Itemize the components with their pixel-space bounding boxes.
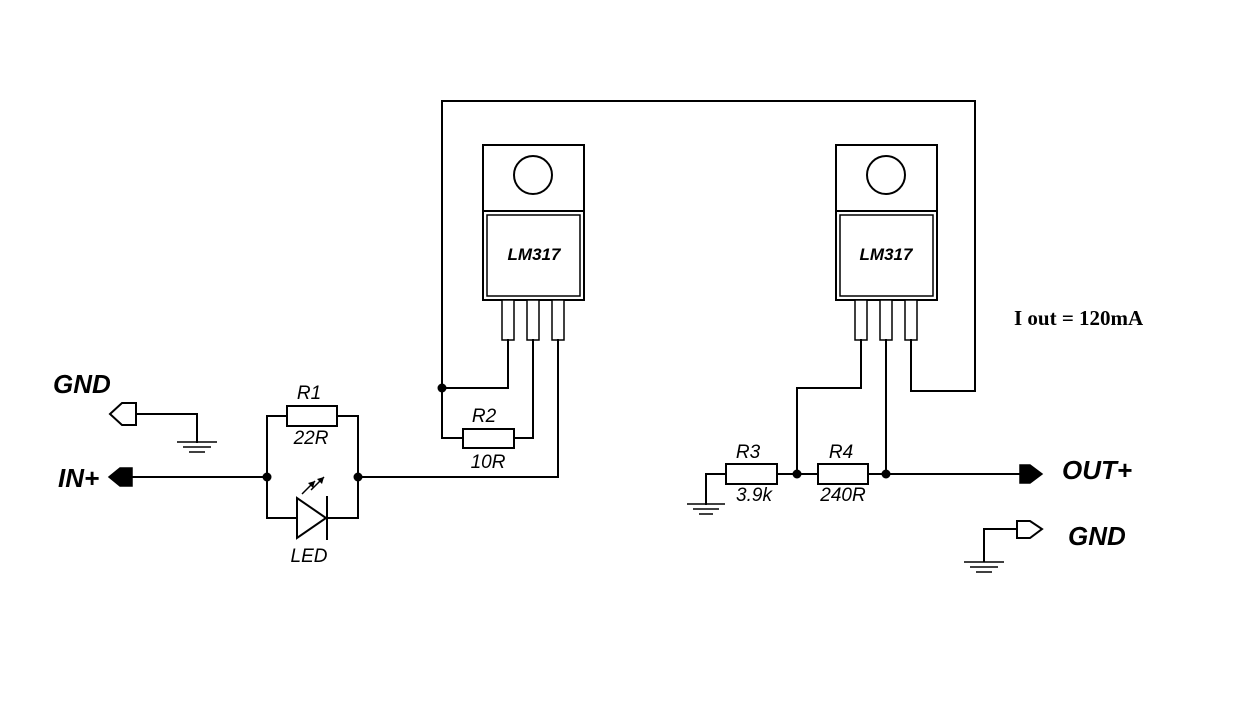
regulator-left-mount-hole (513, 155, 553, 195)
resistor-r4 (817, 463, 869, 485)
junction-dot (262, 472, 272, 482)
resistor-r3-name: R3 (736, 442, 761, 463)
resistor-r3-value: 3.9k (736, 485, 773, 506)
gnd-in-arrow-icon (108, 402, 137, 426)
ground-symbol (177, 441, 217, 453)
regulator-left-pin-adj (501, 299, 515, 341)
junction-dot (792, 469, 802, 479)
in-plus-label: IN+ (58, 463, 99, 493)
led-triangle (296, 496, 328, 540)
led-label: LED (291, 546, 328, 567)
resistor-r2-name: R2 (472, 406, 497, 427)
junction-dot (437, 383, 447, 393)
output-current-note: I out = 120mA (1014, 306, 1144, 330)
regulator-left-body (482, 210, 585, 301)
regulator-left-pin-in (551, 299, 565, 341)
gnd-out-label: GND (1068, 521, 1126, 551)
led (296, 476, 328, 540)
ground-symbol (964, 561, 1004, 573)
regulator-left-pin-out (526, 299, 540, 341)
resistor-r1-value: 22R (293, 428, 329, 449)
regulator-left: LM317 (482, 144, 585, 341)
out-plus-arrow-icon (1019, 464, 1044, 484)
regulator-right-pin-in (904, 299, 918, 341)
regulator-right-label: LM317 (860, 245, 914, 264)
resistor-r4-name: R4 (829, 442, 853, 463)
regulator-right-pin-adj (854, 299, 868, 341)
regulator-right-pin-out (879, 299, 893, 341)
regulator-right-body (835, 210, 938, 301)
out-plus-label: OUT+ (1062, 455, 1132, 485)
junction-dot (881, 469, 891, 479)
regulator-right: LM317 (835, 144, 938, 341)
resistor-r2-value: 10R (471, 452, 506, 473)
gnd-out-arrow-icon (1016, 520, 1044, 539)
resistor-r2 (462, 428, 515, 449)
regulator-right-mount-hole (866, 155, 906, 195)
resistor-r1 (286, 405, 338, 427)
resistor-r3 (725, 463, 778, 485)
resistor-r4-value: 240R (819, 485, 866, 506)
top-loop-wire (441, 100, 976, 392)
resistor-r1-name: R1 (297, 383, 321, 404)
in-plus-arrow-icon (107, 467, 133, 487)
ground-symbol (687, 503, 725, 515)
junction-dot (353, 472, 363, 482)
led-emission-arrows-icon (301, 476, 325, 495)
gnd-in-label: GND (53, 369, 111, 399)
regulator-left-label: LM317 (508, 245, 562, 264)
